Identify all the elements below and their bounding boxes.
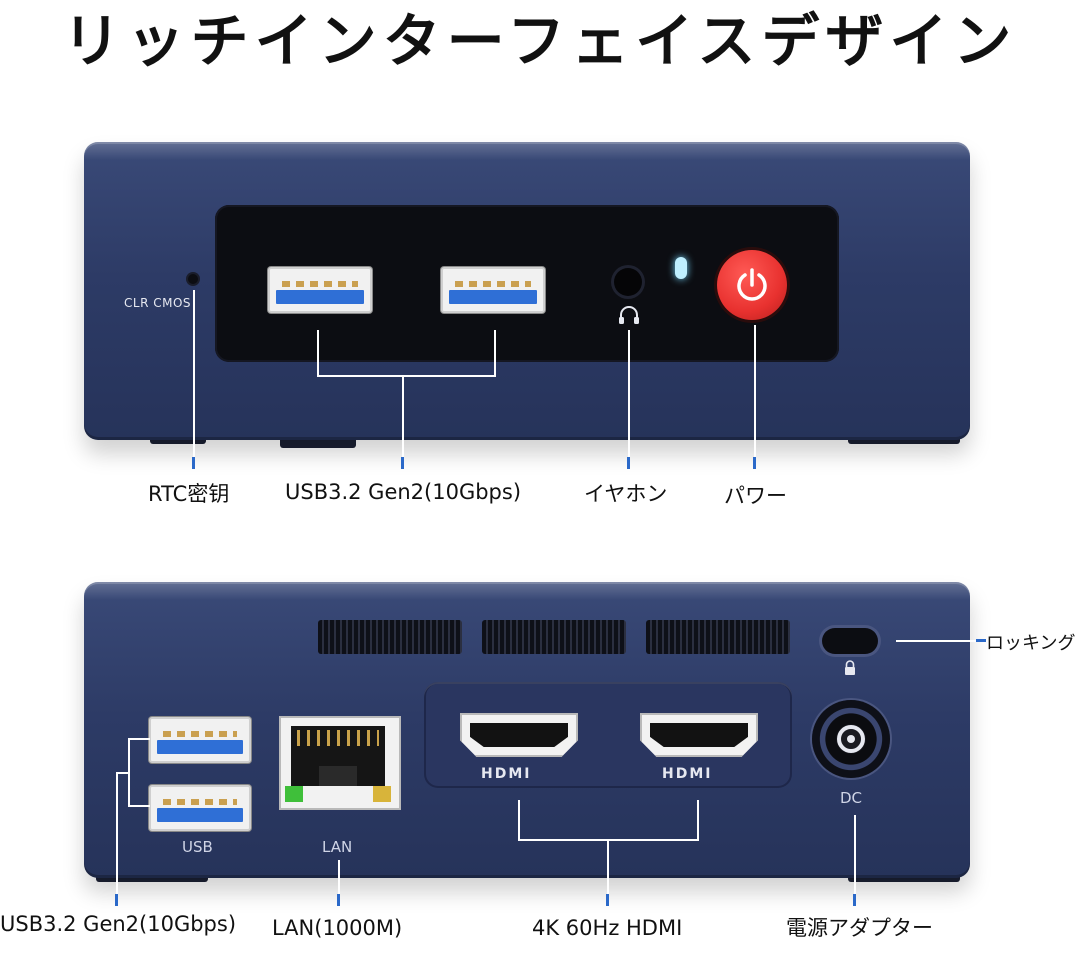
front-usb-port-2[interactable] xyxy=(441,267,545,313)
callout-lock: ロッキング xyxy=(986,633,1076,654)
lan-port[interactable] xyxy=(279,716,401,810)
page-title: リッチインターフェイスデザイン xyxy=(62,7,1018,75)
clr-cmos-label: CLR CMOS xyxy=(124,296,192,310)
callout-dc: 電源アダプター xyxy=(786,916,933,940)
hdmi-port-1[interactable] xyxy=(460,713,578,757)
vent-2 xyxy=(482,620,626,654)
rear-usb-port-2[interactable] xyxy=(149,785,251,831)
callout-hdmi: 4K 60Hz HDMI xyxy=(532,916,683,940)
callout-line-hdmi xyxy=(607,839,609,896)
lan-label: LAN xyxy=(322,838,353,856)
callout-earphone: イヤホン xyxy=(584,482,668,506)
callout-line-usb-front xyxy=(402,375,404,460)
callout-line-rtc xyxy=(193,290,195,460)
power-button[interactable] xyxy=(717,250,787,320)
vent-3 xyxy=(646,620,790,654)
clr-cmos-hole[interactable] xyxy=(188,274,198,284)
callout-line-lan xyxy=(338,860,340,896)
callout-power: パワー xyxy=(724,484,787,508)
power-icon xyxy=(737,268,767,301)
lock-slot[interactable] xyxy=(822,628,878,654)
callout-line-earphone xyxy=(628,330,630,460)
rear-foot-right xyxy=(848,874,960,882)
headphone-icon xyxy=(619,306,639,324)
vent-1 xyxy=(318,620,462,654)
callout-lan: LAN(1000M) xyxy=(272,916,403,940)
hdmi-logo-2: HDMI xyxy=(662,766,713,782)
callout-usb-front: USB3.2 Gen2(10Gbps) xyxy=(285,480,522,504)
front-usb-port-1[interactable] xyxy=(268,267,372,313)
callout-line-dc xyxy=(854,815,856,896)
usb-label: USB xyxy=(182,838,213,856)
hdmi-port-2[interactable] xyxy=(640,713,758,757)
rear-usb-port-1[interactable] xyxy=(149,717,251,763)
callout-line-usb-rear xyxy=(116,772,118,896)
front-foot-left xyxy=(150,436,206,444)
dc-label: DC xyxy=(840,789,863,807)
front-foot-right xyxy=(848,436,960,444)
led-indicator xyxy=(675,257,687,279)
callout-line-power xyxy=(754,325,756,460)
lock-icon xyxy=(845,660,855,675)
callout-rtc: RTC密钥 xyxy=(148,482,230,506)
rear-foot-left xyxy=(96,874,208,882)
callout-line-lock xyxy=(896,640,978,642)
callout-usb-rear: USB3.2 Gen2(10Gbps) xyxy=(0,912,237,936)
hdmi-logo-1: HDMI xyxy=(481,766,532,782)
earphone-jack[interactable] xyxy=(614,268,642,296)
